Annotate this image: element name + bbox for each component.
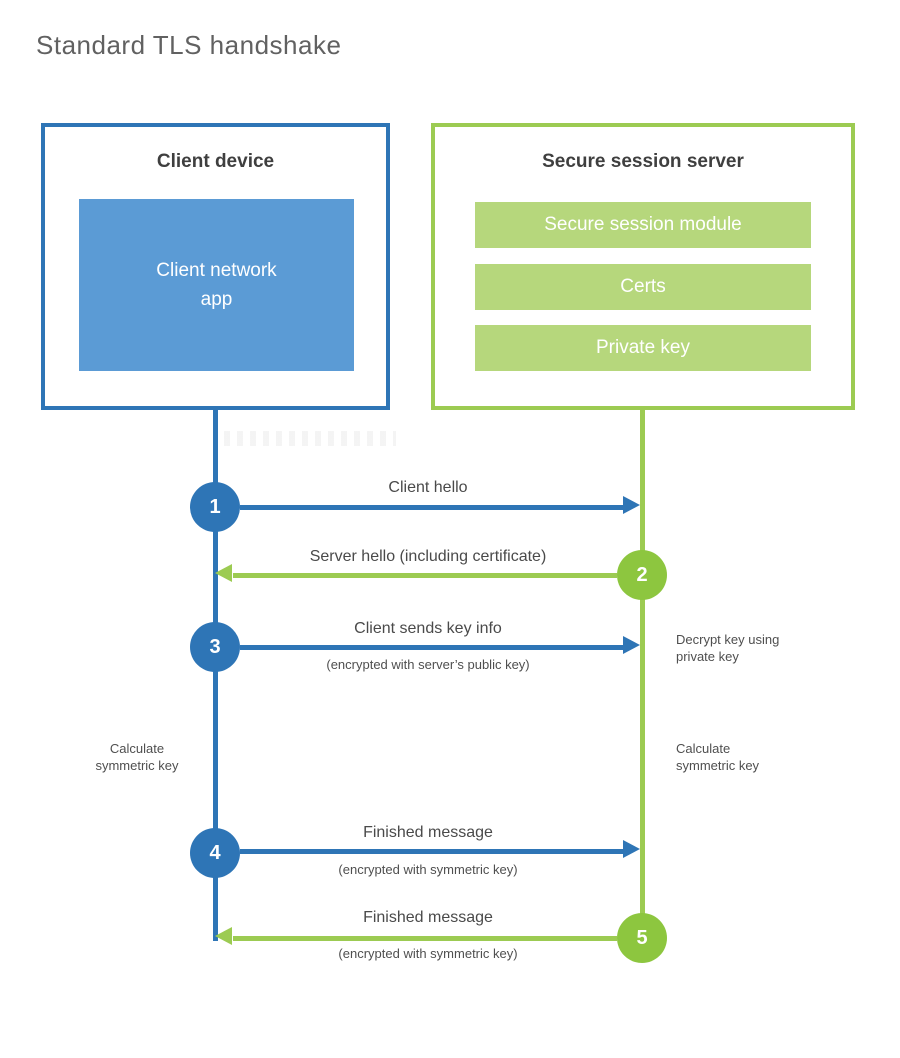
server-lifeline	[640, 410, 645, 940]
step3-arrow	[240, 645, 624, 650]
calc-note-client-line2: symmetric key	[95, 757, 179, 773]
step5-arrow	[233, 936, 617, 941]
step1-label: Client hello	[388, 479, 468, 496]
step4-label: Finished message	[363, 824, 493, 841]
step3-label: Client sends key info	[354, 620, 502, 637]
step1-arrowhead-right-icon	[623, 496, 640, 514]
step2-label: Server hello (including certificate)	[309, 548, 547, 565]
decrypt-key-note-line1: Decrypt key using	[676, 632, 780, 647]
faint-watermark-artifact	[224, 431, 396, 446]
decrypt-key-note-line2: private key	[676, 648, 739, 664]
calc-note-server-line1: Calculate	[676, 741, 731, 756]
step5-arrowhead-left-icon	[215, 927, 232, 945]
client-network-app-box: Client network app	[79, 199, 354, 371]
step3-circle: 3	[190, 622, 240, 672]
step2-arrowhead-left-icon	[215, 564, 232, 582]
step3-arrowhead-right-icon	[623, 636, 640, 654]
step1-arrow	[240, 505, 624, 510]
secure-session-server-title: Secure session server	[542, 151, 744, 172]
calc-note-client-line1: Calculate	[109, 741, 165, 756]
server-module-certs: Certs	[475, 264, 811, 310]
step5-sublabel: (encrypted with symmetric key)	[338, 946, 518, 961]
calc-note-server-line2: symmetric key	[676, 757, 760, 773]
step4-arrowhead-right-icon	[623, 840, 640, 858]
client-app-label-line2: app	[200, 289, 233, 310]
secure-session-server-box: Secure session server Secure session mod…	[431, 123, 855, 410]
client-device-title: Client device	[156, 151, 275, 172]
calculate-symmetric-key-note-server: Calculate symmetric key	[676, 741, 759, 775]
page-title: Standard TLS handshake	[36, 30, 342, 60]
step2-circle: 2	[617, 550, 667, 600]
step2-arrow	[233, 573, 617, 578]
step4-arrow	[240, 849, 624, 854]
step3-sublabel: (encrypted with server’s public key)	[326, 657, 530, 672]
client-device-box: Client device Client network app	[41, 123, 390, 410]
calculate-symmetric-key-note-client: Calculate symmetric key	[84, 741, 190, 775]
step5-circle: 5	[617, 913, 667, 963]
client-lifeline	[213, 410, 218, 941]
server-module-private-key: Private key	[475, 325, 811, 371]
step1-circle: 1	[190, 482, 240, 532]
step5-label: Finished message	[363, 909, 493, 926]
step4-circle: 4	[190, 828, 240, 878]
step4-sublabel: (encrypted with symmetric key)	[338, 862, 518, 877]
client-app-label-line1: Client network	[156, 259, 277, 281]
server-module-secure-session-module: Secure session module	[475, 202, 811, 248]
decrypt-key-note: Decrypt key using private key	[676, 632, 779, 666]
